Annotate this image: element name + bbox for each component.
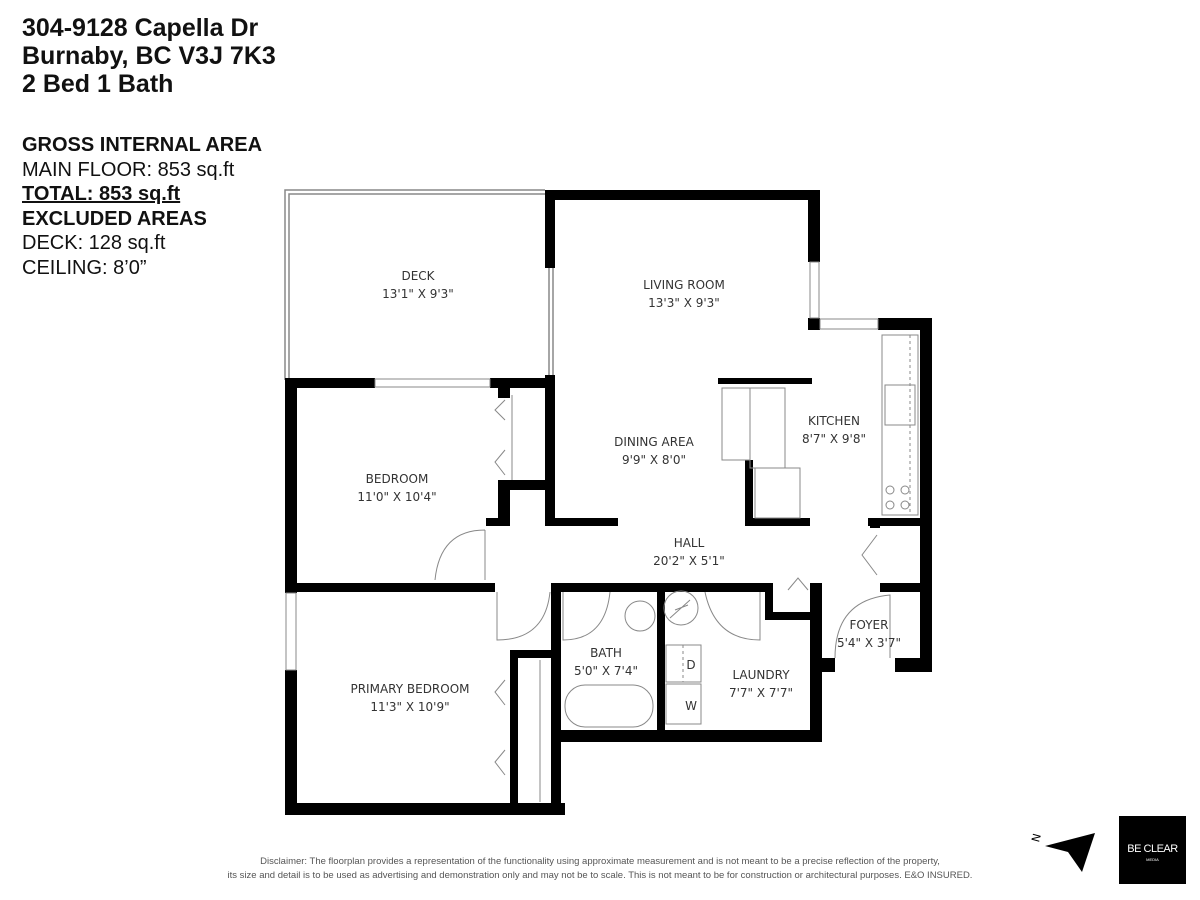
area-summary: GROSS INTERNAL AREA MAIN FLOOR: 853 sq.f… xyxy=(22,133,262,280)
room-bedroom-size: 11'0" X 10'4" xyxy=(357,490,436,504)
deck-outline xyxy=(284,189,554,380)
walls xyxy=(285,190,932,815)
bed-bath-summary: 2 Bed 1 Bath xyxy=(22,70,174,98)
total-area: TOTAL: 853 sq.ft xyxy=(22,183,181,205)
disclaimer: Disclaimer: The floorplan provides a rep… xyxy=(170,855,1030,883)
room-kitchen-name: KITCHEN xyxy=(808,414,860,428)
room-hall-name: HALL xyxy=(674,536,705,550)
room-primary-size: 11'3" X 10'9" xyxy=(370,700,449,714)
address-line1: 304-9128 Capella Dr xyxy=(22,14,259,42)
logo-line1: BE CLEAR xyxy=(1127,843,1178,855)
washer-label: W xyxy=(685,699,697,713)
main-floor-area: MAIN FLOOR: 853 sq.ft xyxy=(22,158,235,181)
room-foyer-size: 5'4" X 3'7" xyxy=(837,636,901,650)
compass-label: N xyxy=(1029,832,1044,843)
room-deck-name: DECK xyxy=(401,269,435,283)
logo-line2: MEDIA xyxy=(1146,857,1159,862)
deck-area: DECK: 128 sq.ft xyxy=(22,232,166,254)
dryer-label: D xyxy=(686,658,695,672)
room-labels: DECK 13'1" X 9'3" LIVING ROOM 13'3" X 9'… xyxy=(350,269,901,714)
room-deck-size: 13'1" X 9'3" xyxy=(382,287,454,301)
room-dining-size: 9'9" X 8'0" xyxy=(622,453,686,467)
room-primary-name: PRIMARY BEDROOM xyxy=(350,682,469,696)
room-bath-name: BATH xyxy=(590,646,622,660)
room-laundry-size: 7'7" X 7'7" xyxy=(729,686,793,700)
disclaimer-line2: its size and detail is to be used as adv… xyxy=(227,870,973,881)
ceiling-height: CEILING: 8’0” xyxy=(22,256,147,279)
room-bedroom-name: BEDROOM xyxy=(366,472,429,486)
fixtures xyxy=(285,261,919,802)
disclaimer-line1: Disclaimer: The floorplan provides a rep… xyxy=(260,856,940,867)
north-arrow-icon: N xyxy=(1029,832,1095,872)
gross-area-heading: GROSS INTERNAL AREA xyxy=(22,134,263,156)
listing-header: 304-9128 Capella Dr Burnaby, BC V3J 7K3 … xyxy=(22,14,276,98)
room-laundry-name: LAUNDRY xyxy=(732,668,790,682)
room-hall-size: 20'2" X 5'1" xyxy=(653,554,725,568)
room-living-name: LIVING ROOM xyxy=(643,278,725,292)
room-foyer-name: FOYER xyxy=(850,618,889,632)
room-kitchen-size: 8'7" X 9'8" xyxy=(802,432,866,446)
brand-logo: BE CLEAR MEDIA xyxy=(1119,816,1186,884)
room-bath-size: 5'0" X 7'4" xyxy=(574,664,638,678)
room-dining-name: DINING AREA xyxy=(614,435,695,449)
room-living-size: 13'3" X 9'3" xyxy=(648,296,720,310)
excluded-areas-heading: EXCLUDED AREAS xyxy=(22,207,207,230)
address-line2: Burnaby, BC V3J 7K3 xyxy=(22,42,276,70)
